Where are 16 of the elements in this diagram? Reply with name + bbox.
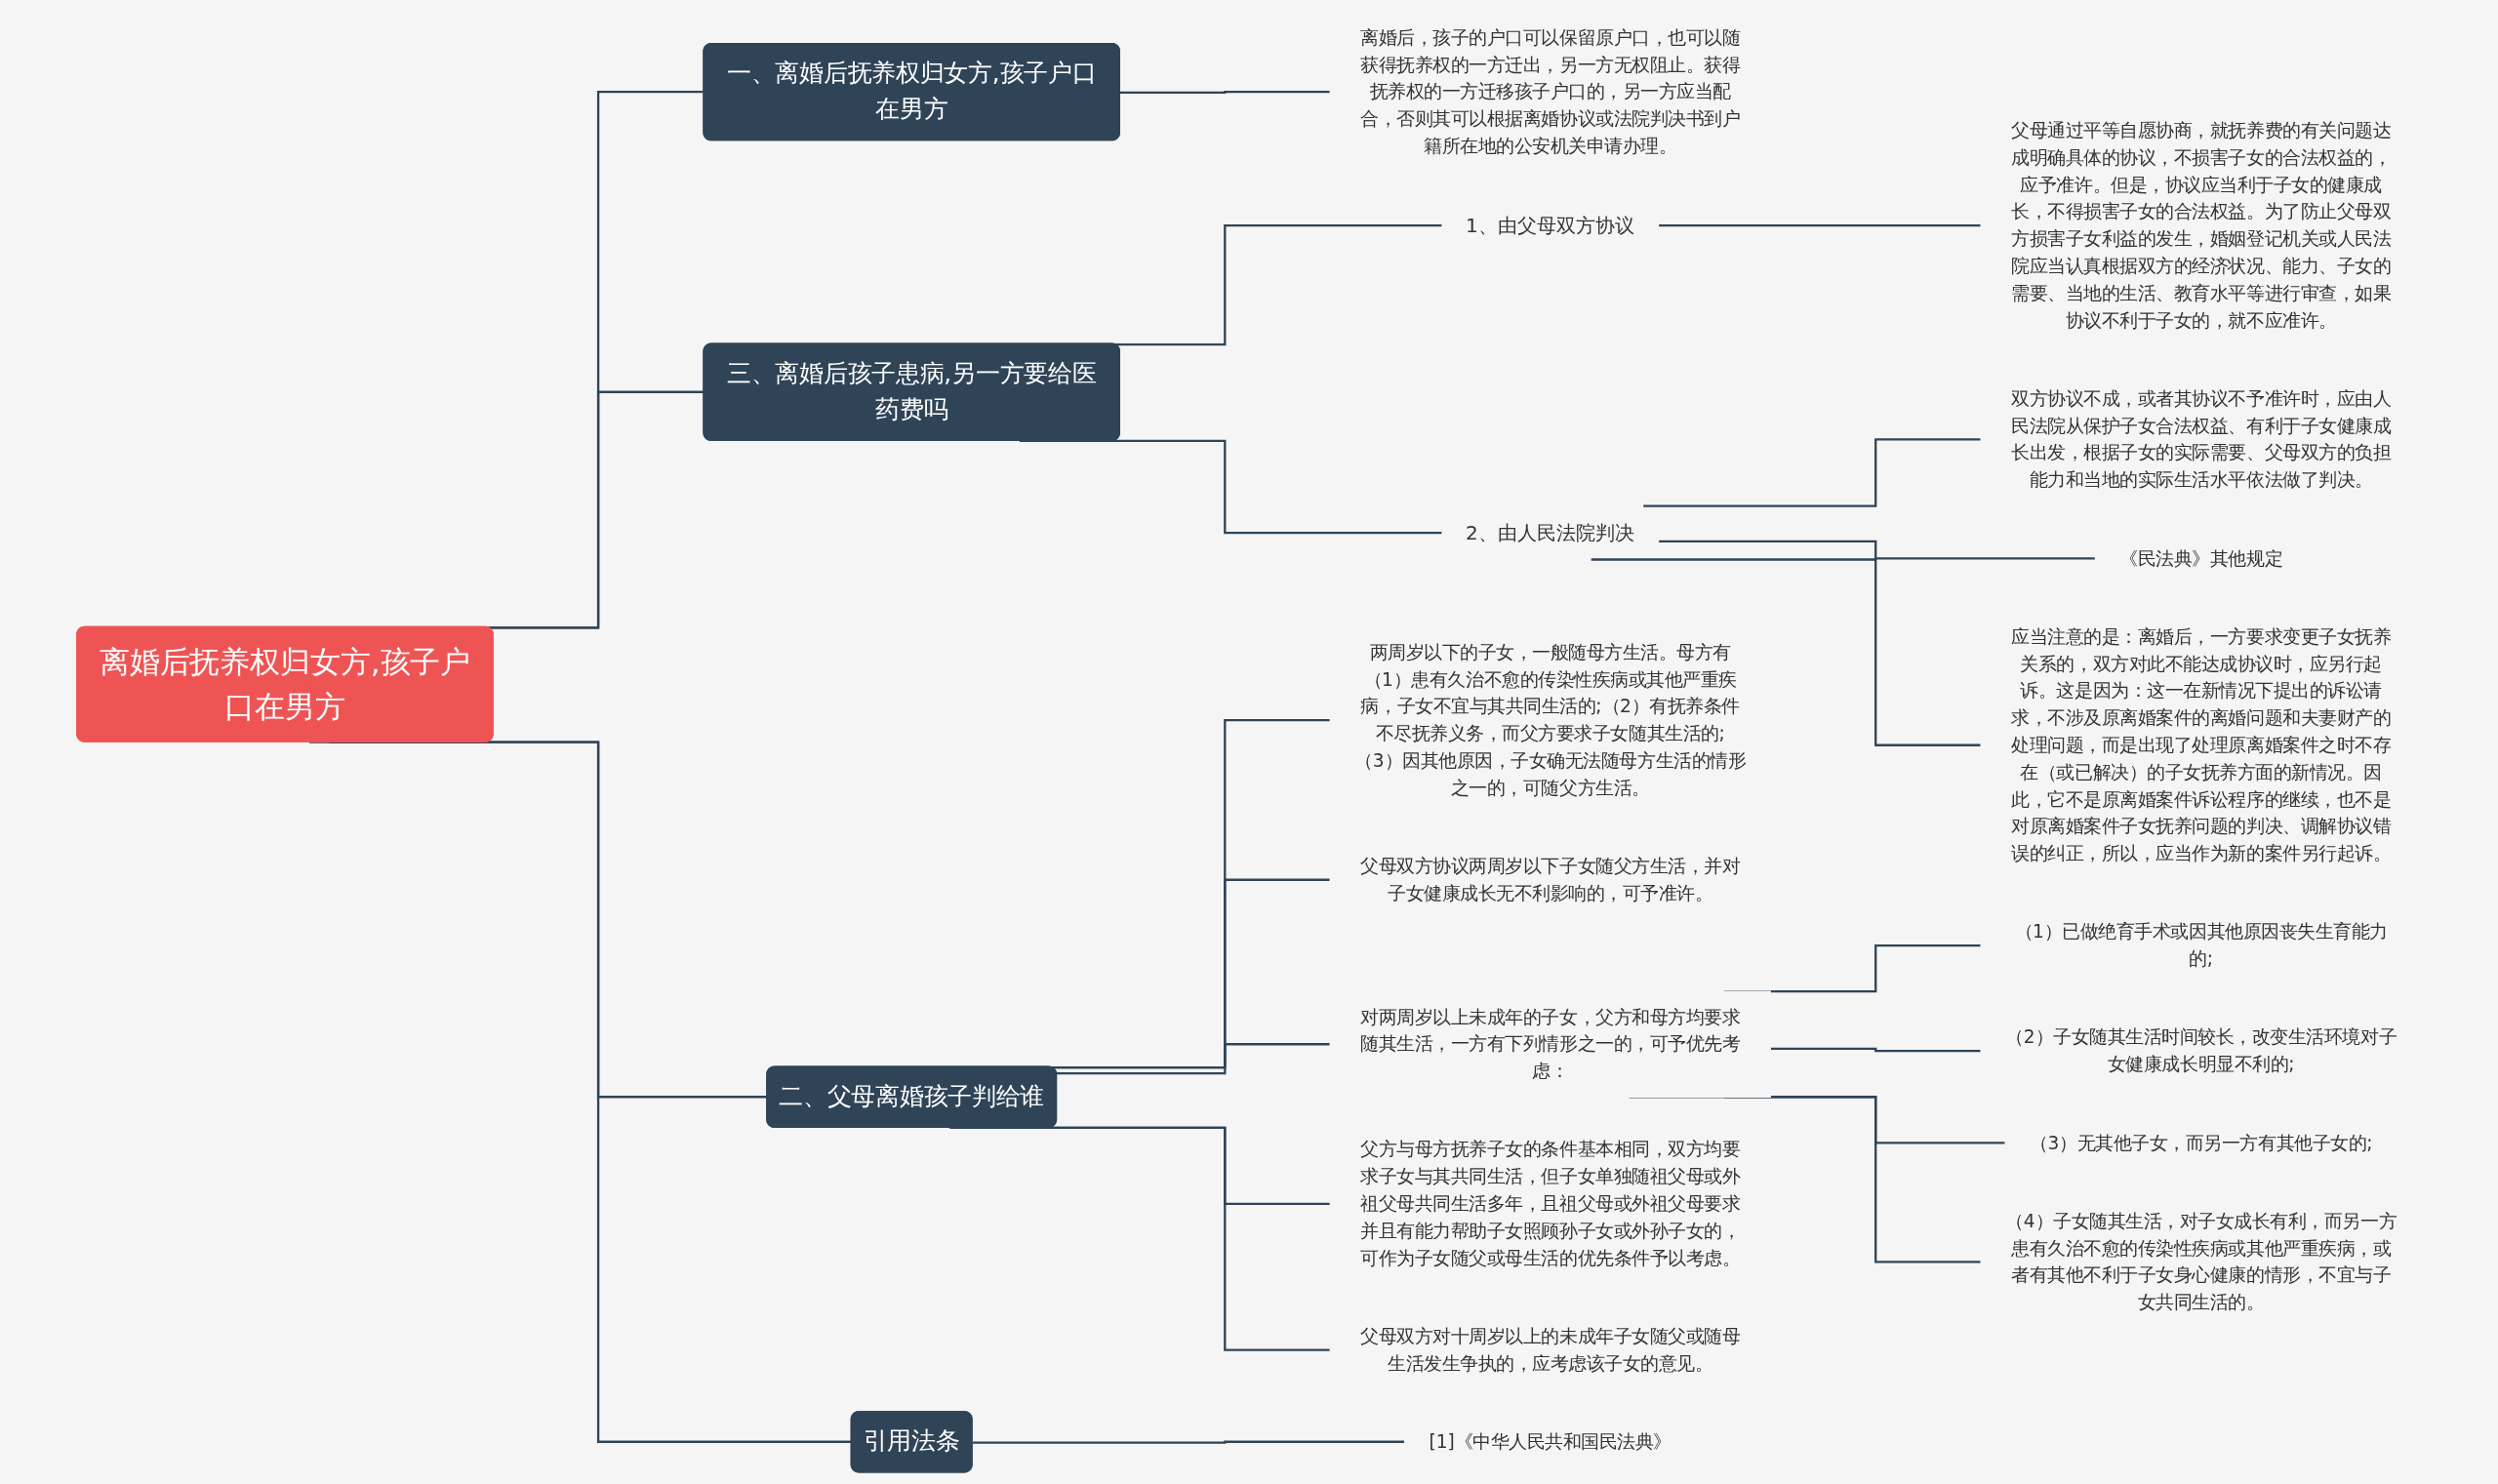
node-text: 应当注意的是：离婚后，一方要求变更子女抚养关系的，双方对此不能达成协议时，应另行起诉。这是因为：这一在新情况下提出的诉讼请求，不涉及原离婚案件的离婚问题和夫妻财产的处理问题，而是出现了处理原离婚案件之时不存在（或已解决）的子女抚养方面的新情况。因此，它不是原离婚案件诉讼程序的继续，也不是对原离婚案件子女抚养问题的判决、调解协议错误的纠正，所以，应当作为新的案件另行起诉。 <box>2011 625 2392 864</box>
node-text: 父母双方对十周岁以上的未成年子女随父或随母生活发生争执的，应考虑该子女的意见。 <box>1360 1325 1741 1375</box>
node-text: 1、由父母双方协议 <box>1466 214 1635 237</box>
node-text: 父方与母方抚养子女的条件基本相同，双方均要求子女与其共同生活，但子女单独随祖父母或外祖父母共同生活多年，且祖父母或外祖父母要求并且有能力帮助子女照顾孙子女或外孙子女的，可作为子女随父或母生活的优先条件予以考虑。 <box>1360 1139 1741 1269</box>
node-text: 《民法典》其他规定 <box>2119 547 2283 570</box>
node-text: 离婚后，孩子的户口可以保留原户口，也可以随获得抚养权的一方迁出，另一方无权阻止。获得抚养权的一方迁移孩子户口的，另一方应当配合，否则其可以根据离婚协议或法院判决书到户籍所在地的公安机关申请办理。 <box>1360 26 1741 157</box>
node-text: （4）子女随其生活，对子女成长有利，而另一方患有久治不愈的传染性疾病或其他严重疾病，或者有其他不利于子女身心健康的情形，不宜与子女共同生活的。 <box>2005 1210 2397 1313</box>
node-text: [1]《中华人民共和国民法典》 <box>1429 1430 1672 1453</box>
node-text: 父母通过平等自愿协商，就抚养费的有关问题达成明确具体的协议，不损害子女的合法权益的，应予准许。但是，协议应当利于子女的健康成长，不得损害子女的合法权益。为了防止父母双方损害子女利益的发生，婚姻登记机关或人民法院应当认真根据双方的经济状况、能力、子女的需要、当地的生活、教育水平等进行审查，如果协议不利于子女的，就不应准许。 <box>2011 120 2392 332</box>
node-text: 父母双方协议两周岁以下子女随父方生活，并对子女健康成长无不利影响的，可予准许。 <box>1360 856 1741 904</box>
node-text: 2、由人民法院判决 <box>1466 521 1635 544</box>
node-text: （1）已做绝育手术或因其他原因丧失生育能力的; <box>2014 921 2388 970</box>
node-text: 两周岁以下的子女，一般随母方生活。母方有（1）患有久治不愈的传染性疾病或其他严重疾病，子女不宜与其共同生活的;（2）有抚养条件不尽抚养义务，而父方要求子女随其生活的;（3）因其他原因，子女确无法随母方生活的情形之一的，可随父方生活。 <box>1354 641 1747 799</box>
node-text: （3）无其他子女，而另一方有其他子女的; <box>2029 1132 2373 1154</box>
node-text: 双方协议不成，或者其协议不予准许时，应由人民法院从保护子女合法权益、有利于子女健康成长出发，根据子女的实际需要、父母双方的负担能力和当地的实际生活水平依法做了判决。 <box>2011 387 2392 491</box>
node-text: （2）子女随其生活时间较长，改变生活环境对子女健康成长明显不利的; <box>2005 1026 2397 1075</box>
